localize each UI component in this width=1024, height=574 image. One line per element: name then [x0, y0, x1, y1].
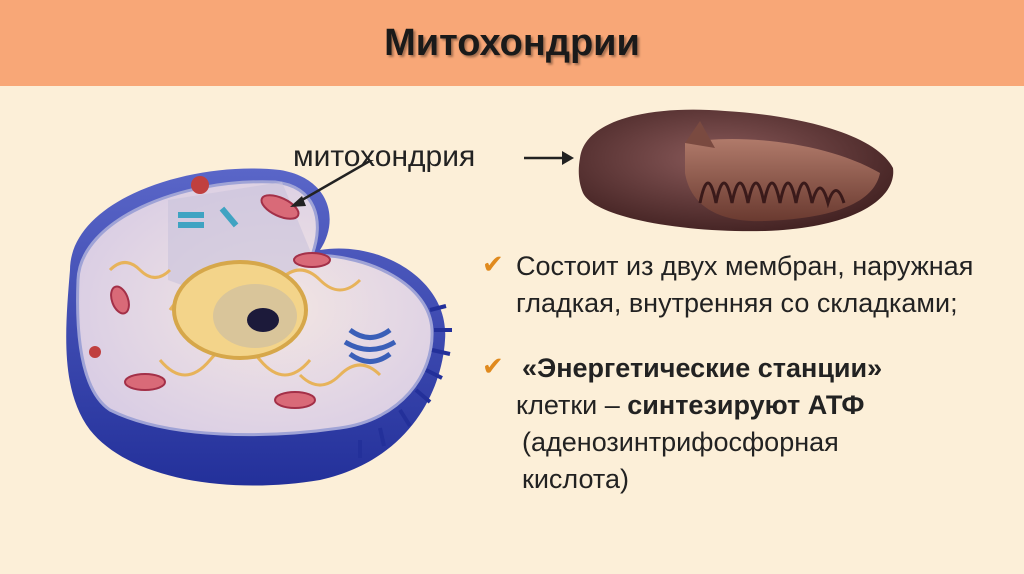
- mitochondrion-label: митохондрия: [293, 140, 476, 173]
- mitochondrion-illustration: [578, 109, 894, 232]
- bullet-item-structure: ✔ Состоит из двух мембран, наружная глад…: [482, 248, 1002, 322]
- bullet-text-acid: кислота): [522, 464, 629, 494]
- checkmark-icon: ✔: [482, 351, 504, 381]
- animal-cell-illustration: [66, 160, 452, 486]
- bullet-text-cell: клетки –: [516, 390, 628, 420]
- title-bar: [0, 0, 1024, 86]
- checkmark-icon: ✔: [482, 249, 504, 279]
- bullet-list: ✔ Состоит из двух мембран, наружная глад…: [482, 248, 1002, 526]
- bullet-item-function: ✔ «Энергетические станции» клетки – синт…: [482, 350, 1002, 498]
- bullet-text: Состоит из двух мембран, наружная гладка…: [516, 251, 974, 318]
- bullet-text-atp-name: (аденозинтрифосфорная: [522, 427, 839, 457]
- bullet-text-atp: синтезируют АТФ: [627, 390, 865, 420]
- bullet-heading: «Энергетические станции»: [522, 353, 883, 383]
- slide-title: Митохондрии: [384, 22, 640, 64]
- arrow-right-icon: [524, 151, 574, 165]
